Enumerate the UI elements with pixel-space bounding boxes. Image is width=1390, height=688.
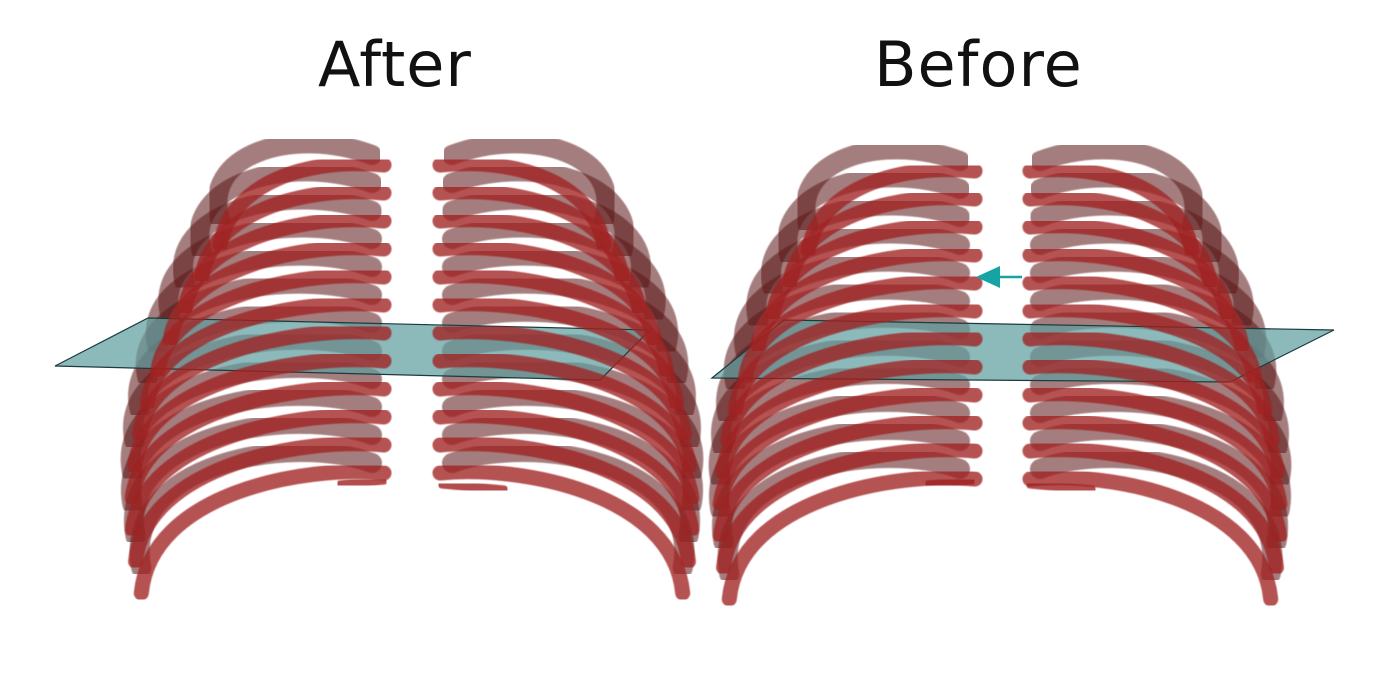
floating-rib-right <box>437 479 509 495</box>
anterior-rib-left <box>715 358 983 480</box>
anterior-rib-right <box>1022 330 1280 449</box>
posterior-rib-left <box>723 279 970 395</box>
anterior-rib-left <box>128 436 392 569</box>
anterior-rib-left <box>124 380 392 506</box>
anterior-rib-left <box>738 274 983 386</box>
panel-title-before: Before <box>874 28 1083 101</box>
floating-rib-right <box>1025 479 1097 495</box>
rib-cage-after <box>54 133 704 601</box>
arrow-left-icon <box>976 266 1022 288</box>
anterior-rib-left <box>713 414 983 544</box>
anterior-rib-right <box>432 240 662 348</box>
anterior-rib-right <box>1022 246 1250 354</box>
anterior-rib-right <box>1022 274 1262 386</box>
anterior-rib-right <box>432 380 700 506</box>
anterior-rib-left <box>721 470 983 607</box>
anterior-rib-right <box>1022 218 1235 322</box>
anterior-rib-left <box>716 442 983 575</box>
floating-rib-left <box>923 475 977 490</box>
anterior-rib-right <box>432 324 692 443</box>
anterior-rib-right <box>432 184 630 285</box>
anterior-rib-left <box>133 464 392 601</box>
floating-rib-left <box>335 475 389 490</box>
rib-cage-before <box>708 139 1335 607</box>
anterior-rib-left <box>162 240 392 348</box>
anterior-rib-right <box>432 268 674 380</box>
front-ribs-before <box>712 162 1288 607</box>
anterior-rib-left <box>150 268 392 380</box>
anterior-rib-left <box>727 302 983 417</box>
anterior-rib-right <box>1022 442 1284 575</box>
anterior-rib-left <box>765 218 983 322</box>
anterior-rib-right <box>432 296 685 411</box>
anterior-rib-right <box>1022 470 1279 607</box>
anterior-rib-right <box>1022 190 1218 291</box>
anterior-rib-left <box>782 190 983 291</box>
anterior-rib-left <box>127 352 392 474</box>
anterior-rib-right <box>1022 358 1285 480</box>
anterior-rib-left <box>139 296 392 411</box>
anterior-rib-left <box>750 246 983 354</box>
anterior-rib-right <box>432 464 691 601</box>
anterior-rib-left <box>125 408 392 538</box>
anterior-rib-left <box>132 324 392 443</box>
anterior-rib-right <box>1022 386 1288 512</box>
anterior-rib-right <box>432 436 696 569</box>
anterior-rib-left <box>194 184 392 285</box>
anterior-rib-right <box>432 212 647 316</box>
anterior-rib-right <box>432 408 699 538</box>
anterior-rib-left <box>720 330 983 449</box>
anterior-rib-right <box>432 352 697 474</box>
anterior-rib-left <box>712 386 983 512</box>
anterior-rib-right <box>1022 414 1287 544</box>
front-ribs-after <box>124 156 700 601</box>
anterior-rib-left <box>177 212 392 316</box>
panel-title-after: After <box>318 28 472 101</box>
anterior-rib-right <box>1022 302 1273 417</box>
